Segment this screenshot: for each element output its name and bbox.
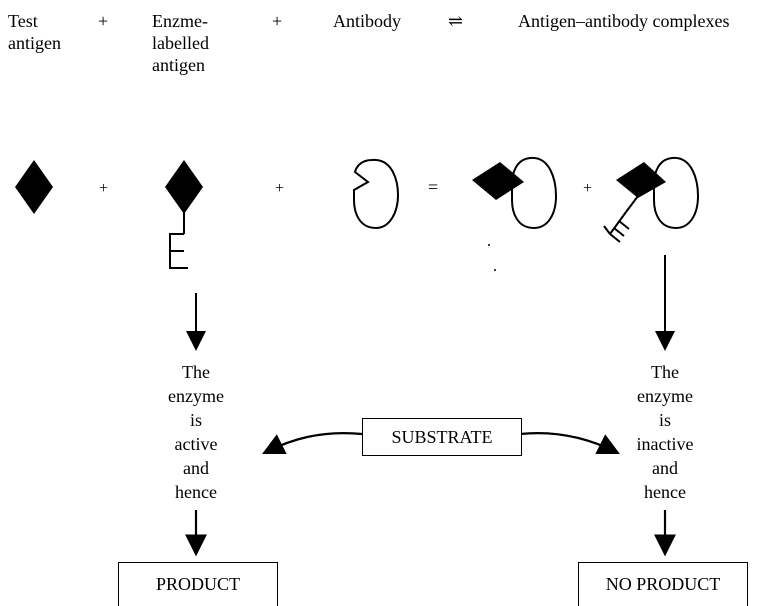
right-text-line: enzyme (637, 386, 693, 406)
equals-sign: = (428, 177, 439, 197)
left-text-line: and (183, 458, 209, 478)
right-text-line: is (658, 410, 671, 430)
substrate-right-arrow (519, 432, 620, 454)
test-antigen-line2: antigen (8, 33, 61, 53)
plus-sign: + (583, 180, 593, 197)
complex1-antigen (472, 162, 524, 200)
labelled-antigen-diamond (165, 160, 203, 214)
substrate-left-arrow (262, 432, 363, 454)
left-branch-text: The enzyme is active and hence (146, 360, 246, 504)
complex2-antibody (653, 156, 700, 230)
test-antigen-diamond (15, 160, 53, 214)
left-text-line: active (174, 434, 218, 454)
antibody-shape (353, 158, 400, 230)
right-text-line: hence (644, 482, 686, 502)
enzyme-label-line2: labelled (152, 33, 209, 53)
complex2-enzyme-icon (603, 195, 639, 243)
right-text-line: The (651, 362, 679, 382)
plus-sign: + (98, 11, 109, 31)
antibody-label: Antibody (333, 11, 402, 31)
enzyme-label-line1: Enzme- (152, 11, 208, 31)
left-text-line: hence (175, 482, 217, 502)
enzyme-label-icon (169, 212, 188, 269)
complexes-label: Antigen–antibody complexes (518, 11, 730, 31)
equilibrium-sign: ⇌ (448, 11, 464, 31)
substrate-box: SUBSTRATE (362, 418, 522, 456)
test-antigen-line1: Test (8, 11, 38, 31)
plus-sign: + (275, 180, 285, 197)
left-text-line: enzyme (168, 386, 224, 406)
plus-sign: + (99, 180, 109, 197)
enzyme-label-line3: antigen (152, 55, 205, 75)
complex2-antigen (616, 162, 666, 198)
no-product-box: NO PRODUCT (578, 562, 748, 606)
enzyme-labelled-antigen-label: Enzme- labelled antigen (152, 10, 209, 76)
plus-sign: + (272, 11, 283, 31)
test-antigen-label: Test antigen (8, 10, 61, 54)
right-text-line: and (652, 458, 678, 478)
right-branch-text: The enzyme is inactive and hence (615, 360, 715, 504)
complex1-antibody (511, 156, 558, 230)
right-text-line: inactive (636, 434, 694, 454)
left-text-line: The (182, 362, 210, 382)
left-text-line: is (189, 410, 202, 430)
product-box: PRODUCT (118, 562, 278, 606)
